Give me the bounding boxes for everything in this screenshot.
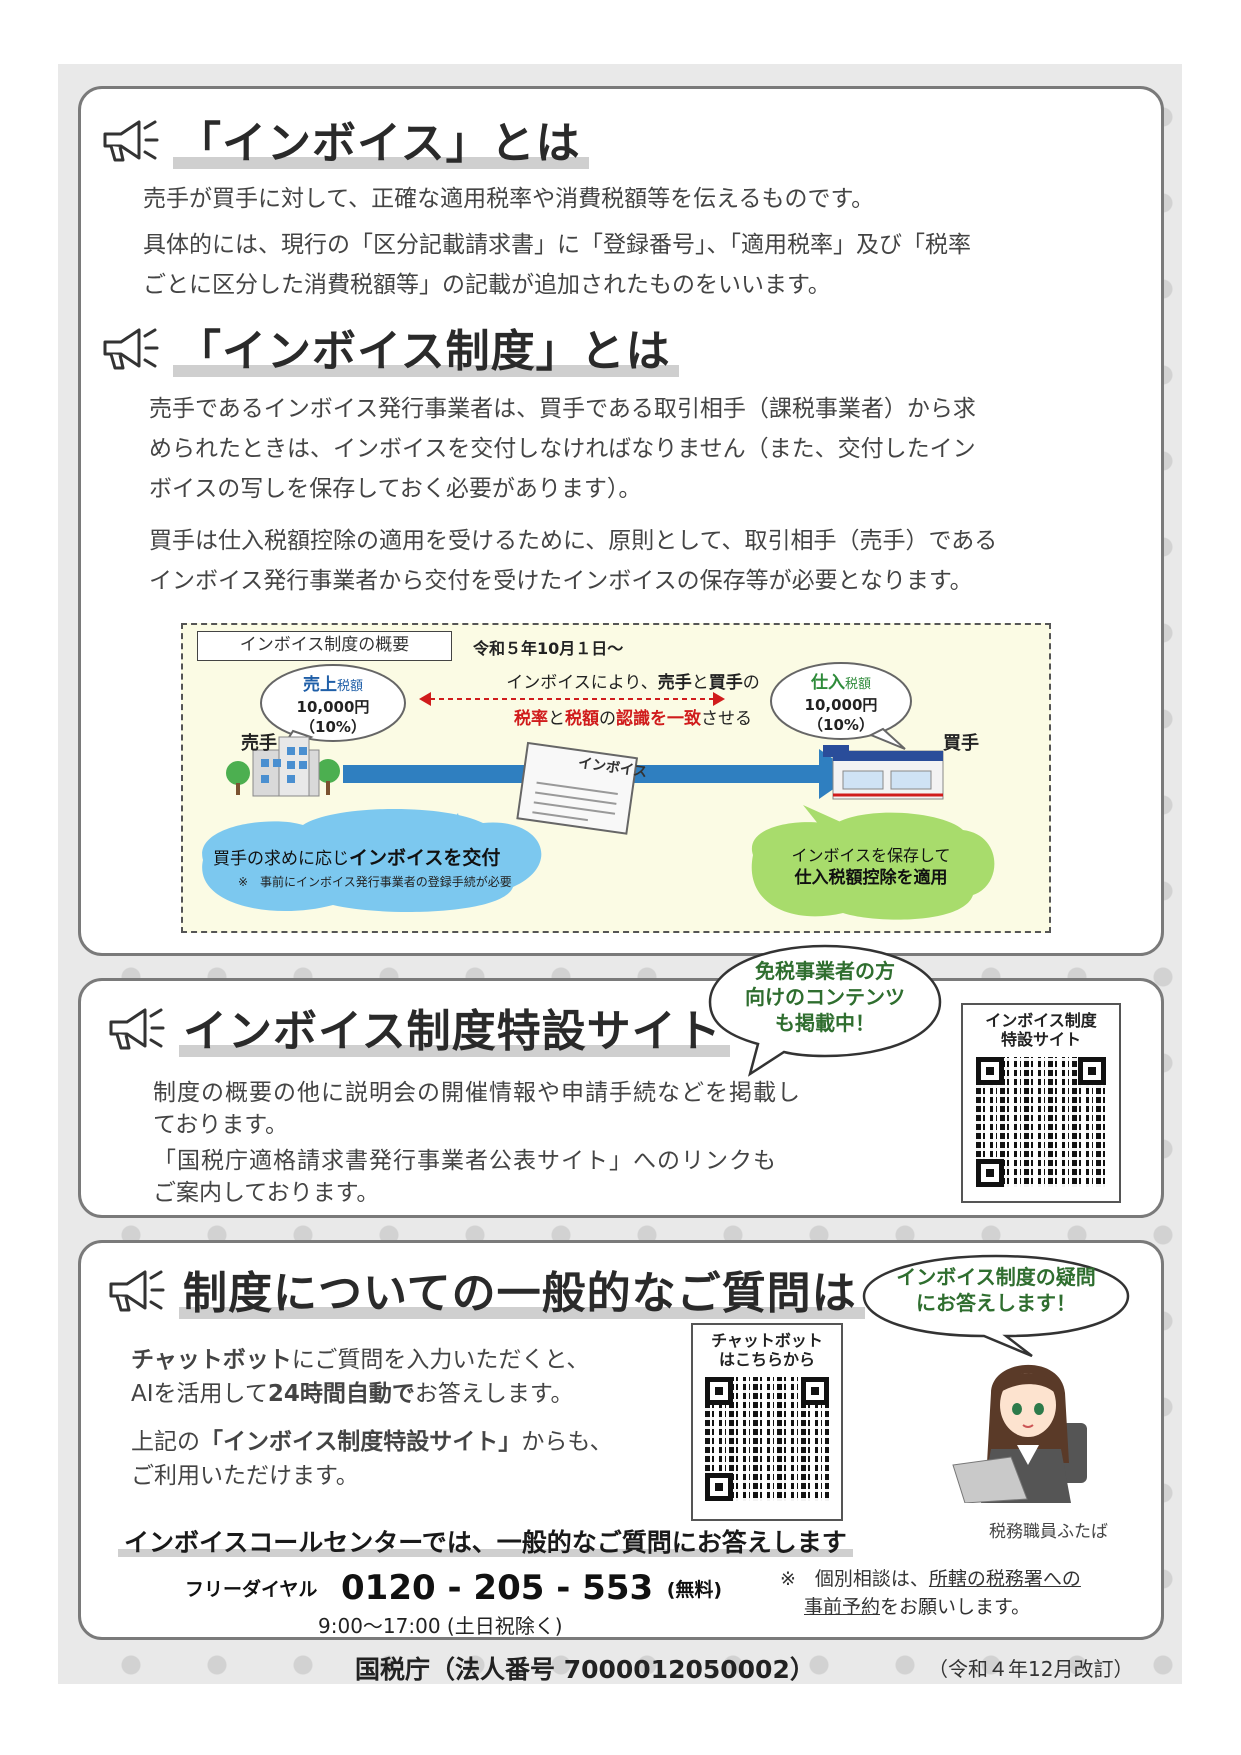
invoice-definition-panel: 「インボイス」とは 売手が買手に対して、正確な適用税率や消費税額等を伝えるもので… [78, 86, 1164, 956]
chatbot-text-line-2: AIを活用して24時間自動でお答えします。 [131, 1381, 574, 1407]
store-invoice-text: インボイスを保存して 仕入税額控除を適用 [791, 846, 951, 888]
buyer-tax-bubble: 仕入税額 10,000円 （10%） [804, 673, 878, 734]
speech-bubble-answer [862, 1254, 1130, 1358]
special-site-text-line-2: ております。 [153, 1112, 289, 1138]
buyer-label: 買手 [943, 733, 979, 754]
speech-bubble-text-answer: インボイス制度の疑問 にお答えします！ [896, 1265, 1096, 1315]
system-text-line-4: 買手は仕入税額控除の適用を受けるために、原則として、取引相手（売手）である [149, 528, 998, 554]
qr-caption: インボイス制度 特設サイト [985, 1011, 1097, 1049]
qr-code [705, 1377, 829, 1501]
footer-organization: 国税庁（法人番号 7000012050002） [355, 1655, 815, 1684]
chatbot-text-line-1: チャットボットにご質問を入力いただくと、 [131, 1347, 590, 1373]
individual-consultation-note: ※ 個別相談は、所轄の税務署への 事前予約をお願いします。 [780, 1568, 1081, 1618]
megaphone-icon [109, 1270, 165, 1312]
section-heading-invoice: 「インボイス」とは [99, 107, 589, 173]
section-heading-questions: 制度についての一般的なご質問は [105, 1257, 865, 1323]
megaphone-icon [103, 328, 159, 370]
section-heading-special-site: インボイス制度特設サイト [105, 995, 730, 1061]
diagram-effective-date: 令和５年10月１日～ [473, 639, 624, 658]
special-site-panel: インボイス制度特設サイト 制度の概要の他に説明会の開催情報や申請手続などを掲載し… [78, 978, 1164, 1218]
qr-code [976, 1057, 1106, 1187]
megaphone-icon [109, 1008, 165, 1050]
section-heading-invoice-system: 「インボイス制度」とは [99, 315, 679, 381]
staff-character-illustration [952, 1364, 1087, 1503]
general-questions-panel: 制度についての一般的なご質問は チャットボットにご質問を入力いただくと、 AIを… [78, 1240, 1164, 1640]
chatbot-qr[interactable]: チャットボット はこちらから [691, 1323, 843, 1521]
system-text-line-3: ボイスの写しを保存しておく必要があります）。 [149, 476, 642, 502]
registration-note: ※ 事前にインボイス発行事業者の登録手続が必要 [238, 875, 512, 889]
invoice-detail-line-1: 具体的には、現行の「区分記載請求書」に「登録番号」、「適用税率」及び「税率 [143, 232, 971, 258]
call-center-hours: 9:00～17:00 (土日祝除く) [318, 1614, 563, 1638]
page-title: 「インボイス」とは [173, 107, 589, 173]
section-title: インボイス制度特設サイト [179, 995, 730, 1061]
invoice-system-diagram: インボイス制度の概要 令和５年10月１日～ 売上税額 10,000円 （10%）… [181, 623, 1051, 933]
seller-label: 売手 [241, 733, 277, 754]
character-caption: 税務職員ふたば [989, 1522, 1108, 1542]
invoice-detail-line-2: ごとに区分した消費税額等」の記載が追加されたものをいいます。 [143, 272, 831, 298]
special-site-qr[interactable]: インボイス制度 特設サイト [961, 1003, 1121, 1203]
speech-bubble-text-free: 免税事業者の方 向けのコンテンツ も掲載中！ [745, 959, 905, 1035]
system-text-line-1: 売手であるインボイス発行事業者は、買手である取引相手（課税事業者）から求 [149, 396, 976, 422]
free-dial-label: フリーダイヤル [185, 1578, 318, 1601]
diagram-graphics [202, 662, 995, 920]
qr-caption: チャットボット はこちらから [711, 1331, 823, 1369]
footer-revision: （令和４年12月改訂） [928, 1657, 1134, 1681]
free-dial-free: (無料) [666, 1578, 723, 1601]
section-title: 制度についての一般的なご質問は [179, 1257, 865, 1323]
free-dial: フリーダイヤル 0120 - 205 - 553 (無料) [185, 1568, 722, 1608]
megaphone-icon [103, 120, 159, 162]
speech-bubble-free-content [708, 944, 942, 1077]
special-site-text-line-3: 「国税庁適格請求書発行事業者公表サイト」へのリンクも [153, 1148, 777, 1174]
system-text-line-5: インボイス発行事業者から交付を受けたインボイスの保存等が必要となります。 [149, 568, 973, 594]
section-title: 「インボイス制度」とは [173, 315, 679, 381]
system-text-line-2: められたときは、インボイスを交付しなければなりません（また、交付したイン [149, 436, 976, 462]
chatbot-text-line-3: 上記の「インボイス制度特設サイト」からも、 [131, 1429, 613, 1455]
seller-tax-bubble: 売上税額 10,000円 （10%） [296, 675, 370, 736]
issue-invoice-text: 買手の求めに応じインボイスを交付 [213, 847, 501, 869]
special-site-text-line-1: 制度の概要の他に説明会の開催情報や申請手続などを掲載し [153, 1080, 801, 1106]
special-site-text-line-4: ご案内しております。 [153, 1180, 380, 1206]
call-center-title: インボイスコールセンターでは、一般的なご質問にお答えします [118, 1523, 853, 1559]
diagram-title: インボイス制度の概要 [197, 631, 452, 661]
chatbot-text-line-4: ご利用いただけます。 [131, 1463, 359, 1489]
diagram-center-message: インボイスにより、売手と買手の 税率と税額の認識を一致させる [506, 673, 760, 729]
free-dial-number[interactable]: 0120 - 205 - 553 [341, 1568, 654, 1608]
invoice-definition-text: 売手が買手に対して、正確な適用税率や消費税額等を伝えるものです。 [143, 186, 875, 212]
